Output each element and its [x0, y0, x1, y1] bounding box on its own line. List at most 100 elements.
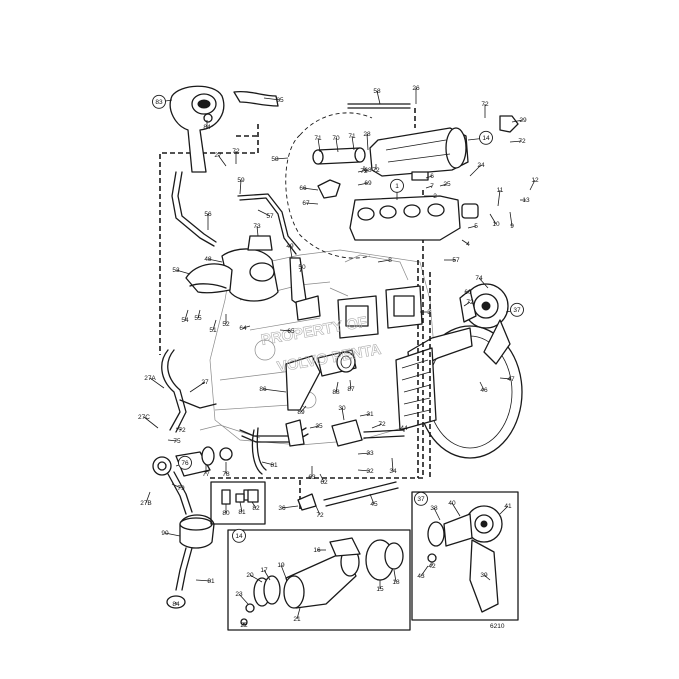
callout-label-72: 72 [316, 512, 324, 519]
inset-box-heat-exchanger [227, 529, 411, 631]
callout-label-67: 67 [302, 200, 310, 207]
leader-line-4 [461, 239, 469, 245]
callout-label-84: 84 [203, 124, 211, 131]
callout-label-71: 71 [314, 135, 322, 142]
leader-line-34 [391, 457, 394, 472]
leader-line-38 [433, 507, 441, 521]
callout-label-56: 56 [204, 211, 212, 218]
leader-line-58 [376, 90, 381, 105]
leader-line-72 [509, 140, 523, 143]
leader-line-6 [425, 175, 433, 179]
callout-label-57: 57 [266, 213, 274, 220]
leader-line-11 [497, 189, 501, 207]
callout-label-75: 75 [173, 438, 181, 445]
callout-label-69: 69 [364, 180, 372, 187]
inset-box-water-pump [411, 491, 519, 621]
leader-line-46 [479, 381, 485, 391]
callout-label-27a: 27A [144, 375, 156, 382]
lower-hoses [239, 419, 405, 511]
leader-line-17 [263, 569, 271, 581]
callout-label-19: 19 [277, 562, 285, 569]
upper-hoses [312, 103, 429, 199]
heat-exchanger [369, 115, 519, 177]
leader-line-81 [261, 461, 275, 466]
leader-line-72 [175, 427, 183, 431]
intake-elbow [185, 235, 279, 302]
leader-line-73 [256, 225, 259, 237]
callout-label-81: 81 [270, 462, 278, 469]
callout-label-23: 23 [235, 591, 243, 598]
leader-line-75 [167, 439, 178, 442]
leader-line-51 [212, 319, 217, 331]
callout-label-50: 50 [298, 264, 306, 271]
leader-line-25 [439, 183, 448, 187]
callout-label-86: 86 [259, 386, 267, 393]
callout-label-78: 78 [222, 471, 230, 478]
leader-line-86 [262, 388, 287, 393]
callout-circle-37 [414, 491, 428, 506]
callout-label-63: 63 [308, 474, 316, 481]
callout-label-72: 72 [232, 148, 240, 155]
leader-line-8 [377, 259, 391, 263]
callout-label-16: 16 [313, 547, 321, 554]
leader-line-30 [341, 407, 345, 421]
callout-label-6: 6 [430, 173, 434, 180]
callout-label-73: 73 [253, 223, 261, 230]
callout-label-45: 45 [370, 501, 378, 508]
callout-label-59: 59 [237, 177, 245, 184]
leader-line-20 [249, 574, 263, 583]
callout-circle-14 [479, 130, 493, 145]
leader-line-68 [357, 169, 369, 173]
callout-label-71: 71 [348, 133, 356, 140]
coolant-pipe [285, 349, 357, 411]
callout-circle-1 [390, 178, 404, 193]
callout-label-27c: 27C [138, 414, 150, 421]
callout-label-38: 38 [430, 505, 438, 512]
callout-label-7: 7 [430, 183, 434, 190]
callout-label-89: 89 [297, 409, 305, 416]
leader-line-62 [319, 473, 325, 483]
leader-line-72 [463, 301, 471, 307]
callout-label-65: 65 [287, 328, 295, 335]
callout-label-72: 72 [360, 168, 368, 175]
callout-label-51: 51 [209, 327, 217, 334]
callout-label-20: 20 [246, 572, 254, 579]
leader-line-29 [511, 119, 524, 123]
air-intake-silencer [169, 85, 279, 173]
callout-label-90: 90 [161, 530, 169, 537]
callout-label-24: 24 [477, 162, 485, 169]
callout-label-1: 1 [395, 183, 399, 190]
callout-label-66: 66 [299, 185, 307, 192]
leader-line-60 [461, 291, 469, 297]
leader-line-33 [357, 452, 371, 455]
leader-line-12 [529, 179, 536, 191]
leader-line-72 [315, 505, 321, 516]
callout-label-52: 52 [222, 321, 230, 328]
leader-line-27a [149, 377, 165, 389]
callout-label-43: 43 [417, 573, 425, 580]
callout-label-40: 40 [448, 500, 456, 507]
callout-label-77: 77 [202, 471, 210, 478]
exhaust-manifold [349, 195, 479, 241]
leader-line-79 [171, 483, 182, 489]
callout-label-18: 18 [392, 579, 400, 586]
leader-line-19 [280, 564, 287, 579]
callout-circle-14 [232, 528, 246, 543]
callout-label-21: 21 [293, 616, 301, 623]
callout-label-4: 4 [466, 241, 470, 248]
leader-line-58 [274, 157, 289, 160]
callout-label-27: 27 [201, 379, 209, 386]
thermostat-housing [337, 285, 423, 339]
leader-line-39 [483, 574, 491, 581]
callout-label-64: 64 [239, 325, 247, 332]
callout-label-27: 27 [214, 152, 222, 159]
leader-line-35 [309, 425, 320, 429]
leader-line-27b [145, 491, 151, 504]
leader-line-54 [184, 309, 189, 321]
leader-line-82 [251, 501, 257, 509]
leader-line-85 [263, 97, 281, 101]
callout-label-53: 53 [172, 267, 180, 274]
callout-label-72: 72 [372, 167, 380, 174]
callout-label-72: 72 [178, 427, 186, 434]
